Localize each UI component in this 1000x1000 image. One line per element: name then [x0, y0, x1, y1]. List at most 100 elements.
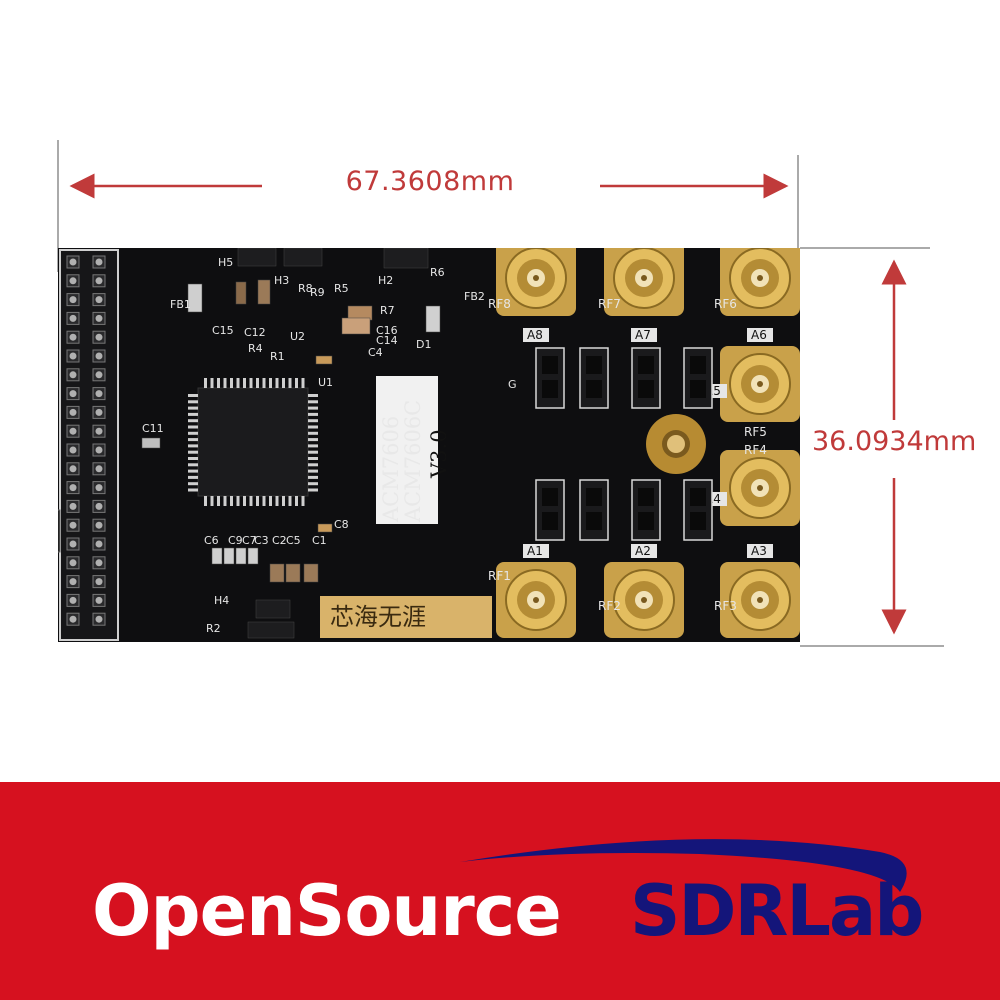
smd-component — [223, 547, 235, 565]
smd-component — [247, 621, 295, 639]
rf-connector-rf1[interactable] — [496, 562, 576, 638]
header-pin — [66, 387, 80, 401]
header-pin — [92, 556, 106, 570]
silk-c8: C8 — [334, 518, 349, 531]
rf-connector-rf5[interactable] — [720, 346, 800, 422]
header-pin — [66, 537, 80, 551]
rf-label: RF5 — [744, 425, 767, 439]
smd-component — [317, 523, 333, 533]
silk-c2: C2 — [272, 534, 287, 547]
jumper-block[interactable] — [535, 347, 565, 409]
silk-h4: H4 — [214, 594, 229, 607]
analog-label: A2 — [635, 544, 651, 558]
pin-header — [59, 249, 119, 641]
smd-component — [315, 355, 333, 365]
silk-r2: R2 — [206, 622, 221, 635]
header-pin — [92, 405, 106, 419]
jumper-block[interactable] — [535, 479, 565, 541]
adc-chip — [188, 378, 318, 506]
header-pin — [66, 443, 80, 457]
jumper-block[interactable] — [579, 347, 609, 409]
silk-r5: R5 — [334, 282, 349, 295]
header-pin — [66, 593, 80, 607]
header-pin — [92, 443, 106, 457]
silk-c7: C7 — [242, 534, 257, 547]
header-pin — [92, 499, 106, 513]
header-pin — [66, 311, 80, 325]
silk-r7: R7 — [380, 304, 395, 317]
smd-component — [425, 305, 441, 333]
header-pin — [92, 462, 106, 476]
smd-component — [187, 283, 203, 313]
brand-plate: 芯海无涯 — [320, 596, 492, 638]
jumper-block[interactable] — [683, 479, 713, 541]
header-pin — [92, 518, 106, 532]
rf-connector-rf2[interactable] — [604, 562, 684, 638]
analog-label: A6 — [751, 328, 767, 342]
smd-component — [255, 599, 291, 619]
swoosh-graphic — [460, 839, 907, 892]
header-pin — [66, 424, 80, 438]
rf-connector-rf6[interactable] — [720, 248, 800, 316]
silk-g: G — [508, 378, 517, 391]
smd-component — [141, 437, 161, 449]
smd-component — [285, 563, 301, 583]
width-dimension-label: 67.3608mm — [345, 166, 515, 197]
analog-label-bg — [631, 328, 657, 342]
analog-label-bg — [523, 544, 549, 558]
jumper-block[interactable] — [579, 479, 609, 541]
analog-label-bg — [523, 328, 549, 342]
jumper-block[interactable] — [631, 479, 661, 541]
silk-c3: C3 — [254, 534, 269, 547]
jumper-block[interactable] — [631, 347, 661, 409]
silk-c1: C1 — [312, 534, 327, 547]
mounting-pad — [646, 414, 706, 474]
analog-label-bg — [747, 544, 773, 558]
footer-banner — [0, 782, 1000, 1000]
silk-c15: C15 — [212, 324, 234, 337]
smd-component — [341, 317, 371, 335]
header-pin — [92, 274, 106, 288]
silk-c12: C12 — [244, 326, 266, 339]
chip-label-line1: ACM7606 — [379, 416, 403, 523]
rf-connector-rf3[interactable] — [720, 562, 800, 638]
silk-r9: R9 — [310, 286, 325, 299]
silk-c9: C9 — [228, 534, 243, 547]
header-pin — [92, 387, 106, 401]
analog-label-bg — [631, 544, 657, 558]
silk-r6: R6 — [430, 266, 445, 279]
header-pin — [66, 556, 80, 570]
silk-c5: C5 — [286, 534, 301, 547]
smd-component — [235, 281, 247, 305]
brand-plate-text: 芯海无涯 — [330, 603, 426, 631]
header-pin — [92, 537, 106, 551]
header-pin — [92, 424, 106, 438]
silk-d1: D1 — [416, 338, 431, 351]
rf-connector-rf7[interactable] — [604, 248, 684, 316]
header-pin — [66, 330, 80, 344]
silk-r1: R1 — [270, 350, 285, 363]
analog-label: A7 — [635, 328, 651, 342]
header-pin — [92, 593, 106, 607]
jumper-block[interactable] — [683, 347, 713, 409]
dimension-lines — [57, 140, 944, 647]
rf-connector-rf8[interactable] — [496, 248, 576, 316]
silk-r8: R8 — [298, 282, 313, 295]
rf-label: RF4 — [744, 443, 767, 457]
header-pin — [92, 349, 106, 363]
header-pin — [66, 349, 80, 363]
header-pin — [92, 575, 106, 589]
rf-label: RF7 — [598, 297, 621, 311]
silk-r4: R4 — [248, 342, 263, 355]
rf-connector-rf4[interactable] — [720, 450, 800, 526]
header-pin — [66, 405, 80, 419]
silk-fb2: FB2 — [464, 290, 485, 303]
rf-label: RF8 — [488, 297, 511, 311]
silk-h3: H3 — [274, 274, 289, 287]
brand-opensource: OpenSource — [92, 870, 562, 952]
smd-component — [303, 563, 319, 583]
header-pin — [66, 612, 80, 626]
header-pin — [92, 311, 106, 325]
silk-c14: C14 — [376, 334, 398, 347]
silk-h2: H2 — [378, 274, 393, 287]
